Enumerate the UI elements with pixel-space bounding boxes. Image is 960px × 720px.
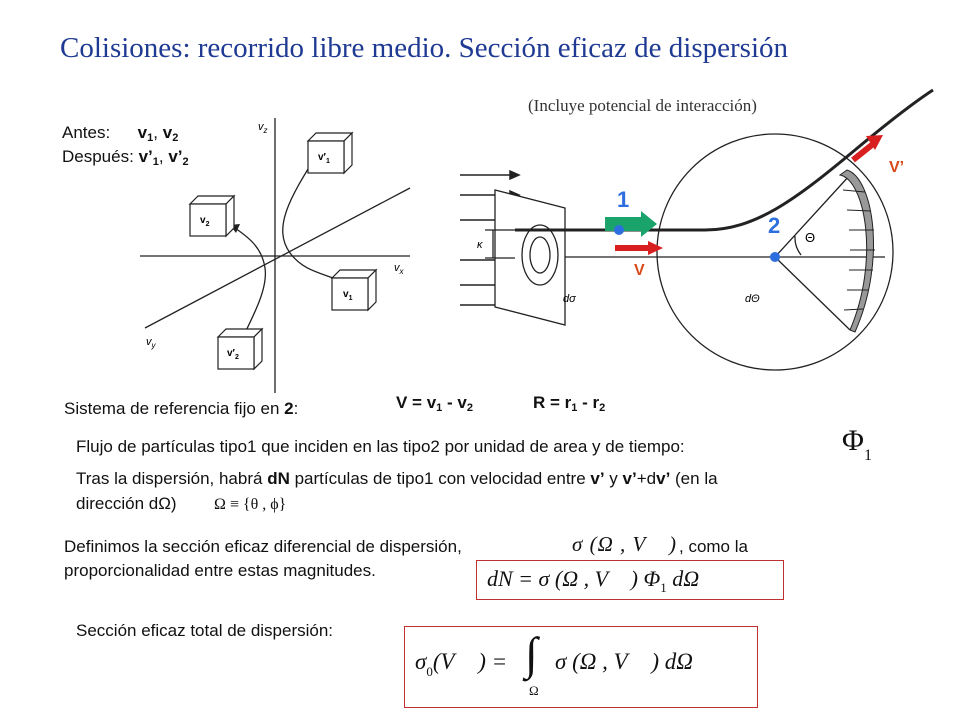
sigma-inline-expression: σ (Ω , V⃗ ) <box>572 532 677 556</box>
ring-inner <box>529 236 551 274</box>
vz-axis-label: vz <box>258 121 268 135</box>
phi1-symbol: Φ1 <box>842 424 872 464</box>
despues-v1: v’1 <box>138 147 159 168</box>
omega-definition: Ω ≡ {θ , ϕ} <box>214 496 287 513</box>
total-cross-section-equation: σ0(V⃗ ) = ∫ Ω σ (Ω , V⃗ ) dΩ <box>404 626 758 708</box>
particle-2-label: 2 <box>768 213 780 238</box>
solid-angle-band <box>838 169 874 333</box>
scattering-diagram: κ dσ Θ dΘ 1 2 V V’ <box>460 88 934 371</box>
v-label: V <box>634 262 645 279</box>
band-hatching <box>842 189 875 311</box>
dsigma-label: dσ <box>563 293 576 305</box>
v-relative-definition: V = v1 - v2 <box>396 393 473 414</box>
particle-trajectory <box>515 88 934 232</box>
vprime-arrow-shaft <box>851 141 875 163</box>
antes-v1: v1 <box>137 123 154 144</box>
cube-v1-label: v1 <box>343 289 353 302</box>
vprime-label: V’ <box>889 159 904 176</box>
integral-sign: ∫ <box>525 628 538 679</box>
theta-label: Θ <box>805 230 815 245</box>
scattering-sphere <box>656 133 894 371</box>
cube-v1 <box>330 268 378 312</box>
green-arrow-icon <box>605 211 657 237</box>
direccion-line: dirección dΩ) <box>76 494 177 513</box>
r-relative-definition: R = r1 - r2 <box>533 393 606 414</box>
total-cross-section-label: Sección eficaz total de dispersión: <box>76 621 334 640</box>
vprime-arrow-icon <box>866 135 883 150</box>
flujo-line: Flujo de partículas tipo1 que inciden en… <box>76 437 685 456</box>
despues-line: Después: v’1, v’2 <box>62 147 189 168</box>
slide-title: Colisiones: recorrido libre medio. Secci… <box>60 32 789 64</box>
kappa-label: κ <box>477 239 483 251</box>
definimos-end: , como la <box>679 537 748 556</box>
particle-2-dot <box>770 252 780 262</box>
cube-v1-prime <box>306 131 354 175</box>
trajectory-lower <box>231 225 267 354</box>
cube-v2-label: v2 <box>200 215 210 228</box>
vy-axis-label: vy <box>146 336 157 350</box>
vy-axis <box>144 187 411 329</box>
cube-v2-prime-label: v′2 <box>227 348 239 361</box>
proporcionalidad-line: proporcionalidad entre estas magnitudes. <box>64 561 376 580</box>
trajectory-upper <box>282 155 346 284</box>
potential-note: (Incluye potencial de interacción) <box>528 96 757 115</box>
antes-label: Antes: <box>62 123 111 142</box>
integral-lower-limit: Ω <box>529 683 539 698</box>
cube-v2-prime <box>216 327 264 371</box>
despues-label: Después: <box>62 147 134 166</box>
antes-v2: v2 <box>162 123 179 144</box>
antes-line: Antes: v1, v2 <box>62 123 179 144</box>
ring-outer <box>521 224 559 286</box>
cube-v2 <box>188 194 236 238</box>
velocity-space-diagram: vz vx vy v′1 v2 v1 v′2 <box>140 118 411 393</box>
particle-1-dot <box>614 225 624 235</box>
particle-1-label: 1 <box>617 187 629 212</box>
vx-axis-label: vx <box>394 262 405 276</box>
sistema-referencia: Sistema de referencia fijo en 2: <box>64 399 299 418</box>
despues-v2: v’2 <box>168 147 189 168</box>
cube-v1-prime-label: v′1 <box>318 152 330 165</box>
integrand: σ (Ω , V⃗ ) dΩ <box>555 649 693 674</box>
differential-cross-section-equation: dN = σ (Ω , V⃗ ) Φ1 dΩ <box>476 560 784 600</box>
tras-line: Tras la dispersión, habrá dN partículas … <box>76 469 718 488</box>
dtheta-label: dΘ <box>745 293 760 305</box>
v-arrow-icon <box>648 241 663 255</box>
definimos-line: Definimos la sección eficaz diferencial … <box>64 537 462 556</box>
